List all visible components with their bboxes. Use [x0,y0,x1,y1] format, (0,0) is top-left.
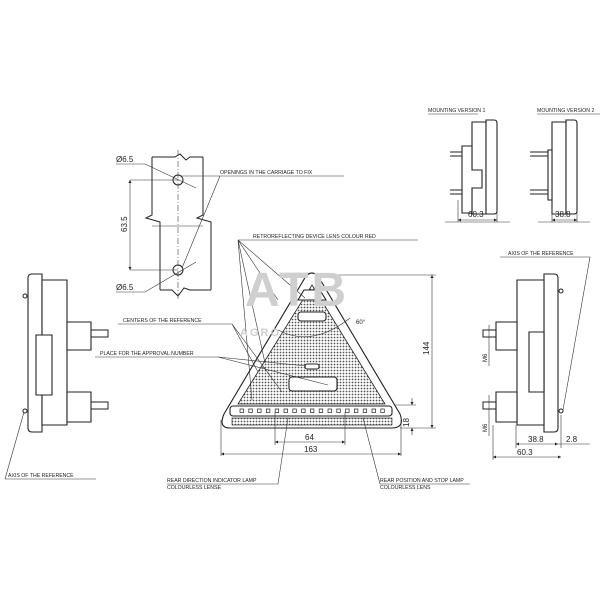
led [257,408,262,413]
offset-dimension: 2.8 [566,435,578,444]
led [266,408,271,413]
mounting-version-2-label: MOUNTING VERSION 2 [537,108,594,114]
height-dimension: 144 [422,341,431,355]
svg-text:AGRO: AGRO [240,327,281,339]
led [362,408,368,413]
openings-label: OPENINGS IN THE CARRIAGE TO FIX [220,170,313,176]
reflector-lens [237,284,386,405]
position-label-line-2: COLOURLESS LENS [380,485,431,491]
led [239,408,244,413]
angle-label: 60° [356,320,366,326]
indicator-label-line-1: REAR DIRECTION INDICATOR LAMP [167,478,257,484]
version-1-depth: 60.3 [468,210,484,219]
hole-top-diameter: Ø6.5 [116,155,134,164]
version-2-depth: 38.8 [555,210,571,219]
watermark-logo: ATB AGRO [240,264,349,339]
led [336,408,341,413]
led [318,408,324,413]
hole-spacing: 63.5 [120,216,129,232]
retro-label: RETROREFLECTING DEVICE LENS COLOUR RED [253,234,376,240]
indicator-label-line-2: COLOURLESS LENSE [167,485,221,491]
strip-height-dimension: 18 [402,418,411,427]
thread-top: M6 [483,353,489,362]
thread-bottom: M6 [483,423,489,432]
mounting-version-1: MOUNTING VERSION 1 60.3 [428,108,510,223]
mounting-version-1-label: MOUNTING VERSION 1 [428,108,485,114]
led [345,408,350,413]
mounting-version-2: MOUNTING VERSION 2 38.8 [530,108,600,223]
led [274,408,280,413]
led [380,408,385,413]
right-axis-label: AXIS OF THE REFERENCE [508,251,574,257]
depth-inner: 38.8 [528,435,544,444]
led [371,408,376,413]
position-label-line-1: REAR POSITION AND STOP LAMP [380,478,464,484]
carriage-hole-drawing: 63.5 Ø6.5 Ø6.5 OPENINGS IN THE CARRIAGE … [116,150,344,300]
led [301,408,306,413]
hole-bottom-diameter: Ø6.5 [116,283,134,292]
led [354,408,359,413]
lamp-left-side-view: AXIS OF THE REFERENCE [4,273,109,480]
inner-width-dimension: 64 [305,433,314,442]
width-dimension: 163 [304,445,318,454]
led [327,408,332,413]
svg-text:ATB: ATB [245,264,349,317]
lamp-right-side-view: AXIS OF THE REFERENCE M6 M6 38.8 2.8 60.… [482,251,591,460]
depth-total: 60.3 [517,448,533,457]
indicator-strip [229,405,393,417]
centers-label: CENTERS OF THE REFERENCE [123,318,202,324]
led [310,408,315,413]
approval-label: PLACE FOR THE APPROVAL NUMBER [100,351,194,357]
lamp-front-view: 60° 144 18 64 163 RETROREFLECTING DEVICE… [95,234,470,491]
led [292,408,297,413]
led [283,408,288,413]
left-axis-label: AXIS OF THE REFERENCE [8,473,74,479]
led [248,408,253,413]
